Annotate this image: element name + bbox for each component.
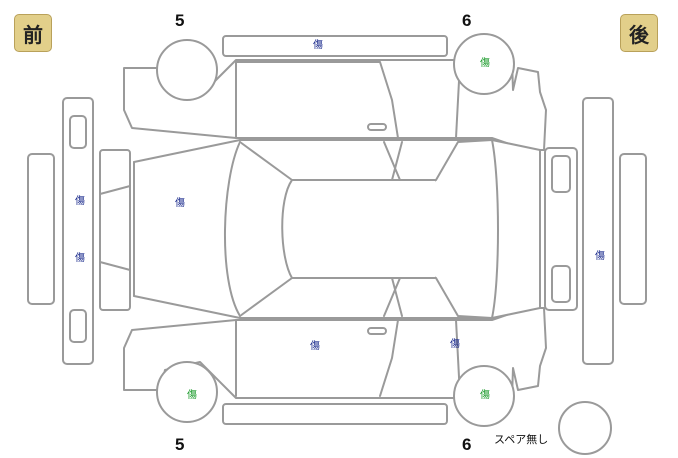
- tire-number-front-bottom: 5: [175, 435, 185, 454]
- tire-number-front-top: 5: [175, 11, 185, 30]
- rear-bumper-outer: [582, 97, 614, 365]
- front-label-badge: 前: [14, 14, 52, 52]
- spare-tire-note: スペア無し: [494, 433, 549, 446]
- rear-bumper-side: [619, 153, 647, 305]
- bottom-front-wheel: [156, 361, 218, 423]
- damage-mark-front-bumper-upper: 傷: [75, 196, 85, 207]
- top-rear-wheel: [453, 33, 515, 95]
- top-door-handle: [367, 123, 387, 131]
- bottom-rear-wheel: [453, 365, 515, 427]
- plan-pillars: [383, 141, 403, 317]
- front-grille: [99, 149, 131, 311]
- damage-mark-front-bumper-lower: 傷: [75, 253, 85, 264]
- front-bumper-outer: [27, 153, 55, 305]
- top-front-wheel: [156, 39, 218, 101]
- top-side-view: [123, 33, 547, 151]
- rear-label-badge: 後: [620, 14, 658, 52]
- front-grille-lines: [99, 185, 131, 271]
- plan-roof: [281, 179, 447, 279]
- top-door-lines: [235, 60, 461, 139]
- front-fog-top: [69, 115, 87, 149]
- plan-view: [27, 97, 647, 365]
- bottom-door-lines: [235, 319, 461, 397]
- damage-mark-rear-bumper: 傷: [595, 251, 605, 262]
- bottom-side-view: [123, 307, 547, 427]
- top-rocker-panel: [222, 35, 448, 57]
- bottom-door-handle: [367, 327, 387, 335]
- rear-light-top: [551, 155, 571, 193]
- damage-mark-roof-strip: 傷: [313, 40, 323, 51]
- front-bumper-lights: [62, 97, 94, 365]
- rear-light-bottom: [551, 265, 571, 303]
- bottom-rocker-panel: [222, 403, 448, 425]
- damage-mark-hood: 傷: [175, 198, 185, 209]
- front-fog-bottom: [69, 309, 87, 343]
- tire-number-rear-bottom: 6: [462, 435, 472, 454]
- tire-number-rear-top: 6: [462, 11, 472, 30]
- damage-mark-rear-wheel-bottom: 傷: [480, 390, 490, 401]
- damage-mark-rear-door-bottom: 傷: [450, 339, 460, 350]
- spare-tire: [558, 401, 612, 455]
- damage-mark-rear-wheel-top: 傷: [480, 58, 490, 69]
- plan-hood-lines: [224, 141, 241, 317]
- damage-mark-front-wheel-bottom: 傷: [187, 390, 197, 401]
- plan-rear-window: [435, 139, 499, 319]
- damage-mark-front-door-bottom: 傷: [310, 341, 320, 352]
